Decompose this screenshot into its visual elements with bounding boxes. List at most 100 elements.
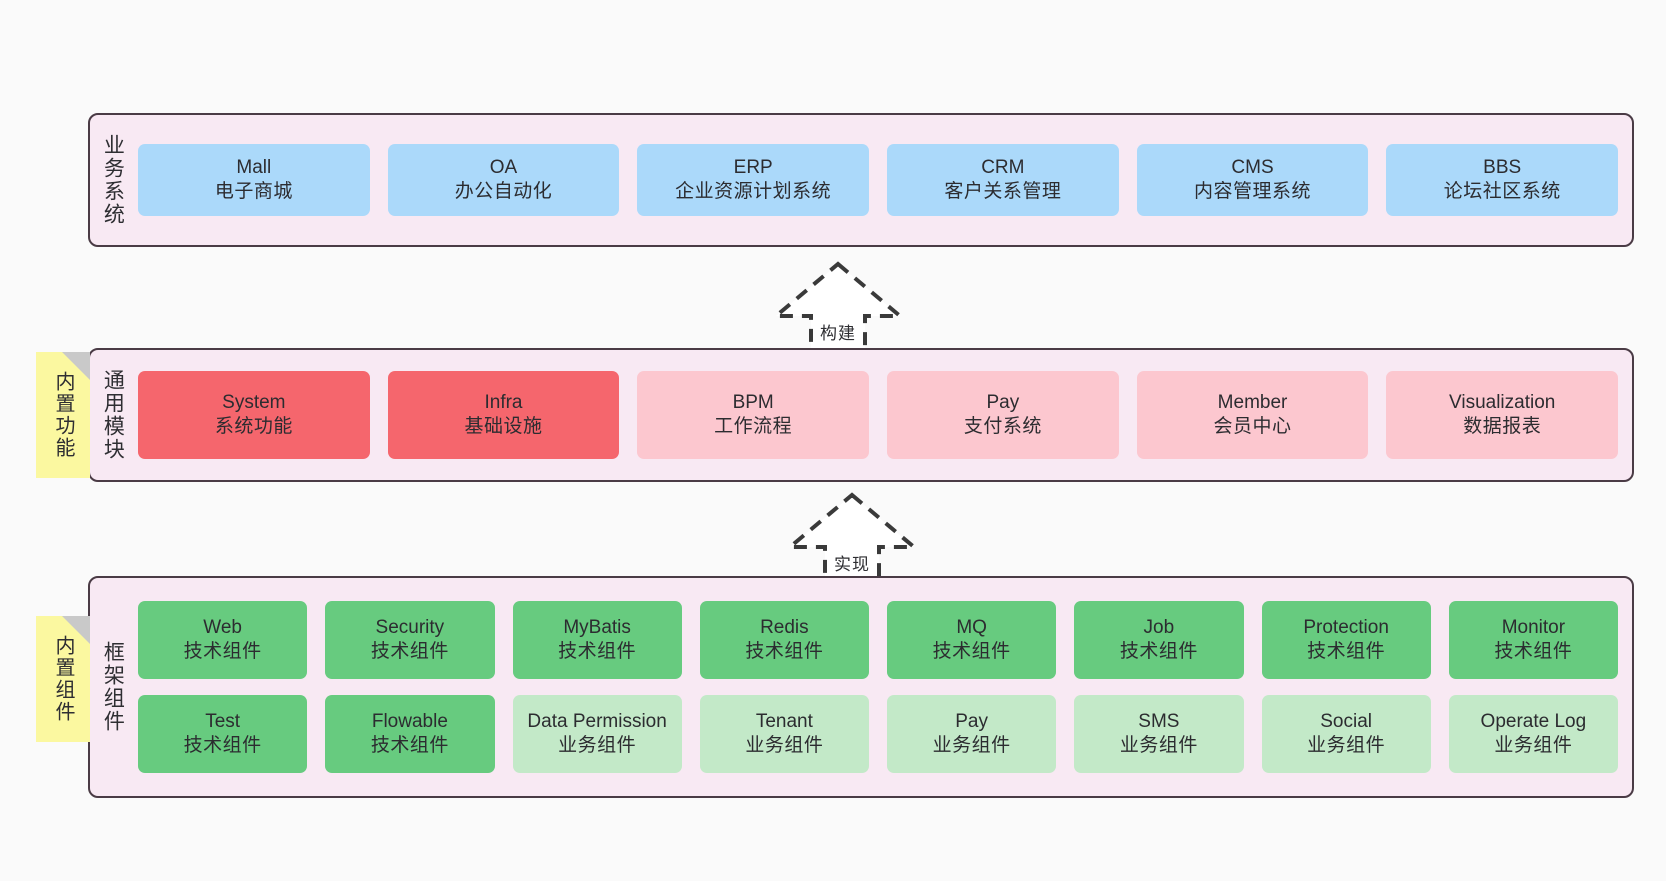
- node-pay-module-cn: 支付系统: [963, 416, 1042, 437]
- note-builtin-components-label: 内置组件: [52, 635, 74, 723]
- node-test-cn: 技术组件: [183, 735, 262, 756]
- node-pay-component-cn: 业务组件: [932, 735, 1011, 756]
- layer-common-modules-body: System 系统功能 Infra 基础设施 BPM 工作流程 Pay 支付系统…: [134, 350, 1632, 480]
- node-operate-log-cn: 业务组件: [1494, 735, 1573, 756]
- node-pay-module[interactable]: Pay 支付系统: [887, 371, 1119, 459]
- node-web-en: Web: [203, 617, 242, 639]
- node-monitor-en: Monitor: [1501, 617, 1566, 639]
- node-bbs[interactable]: BBS 论坛社区系统: [1386, 144, 1619, 216]
- node-protection[interactable]: Protection 技术组件: [1261, 601, 1431, 679]
- node-redis-cn: 技术组件: [745, 641, 824, 662]
- node-protection-en: Protection: [1303, 617, 1389, 639]
- node-mybatis-cn: 技术组件: [558, 641, 637, 662]
- node-visualization-en: Visualization: [1449, 392, 1556, 414]
- layer-common-modules-label: 通用模块: [101, 369, 125, 461]
- node-sms[interactable]: SMS 业务组件: [1074, 695, 1244, 773]
- node-infra[interactable]: Infra 基础设施: [387, 371, 620, 459]
- node-bpm-en: BPM: [732, 392, 774, 414]
- node-tenant-cn: 业务组件: [745, 735, 824, 756]
- node-operate-log-en: Operate Log: [1480, 711, 1587, 733]
- node-oa-en: OA: [489, 157, 518, 179]
- layer-business-systems: 业务系统 Mall 电子商城 OA 办公自动化 ERP 企业资源计划系统 CRM…: [88, 113, 1634, 247]
- node-security-en: Security: [375, 617, 445, 639]
- node-test-en: Test: [205, 711, 241, 733]
- node-data-permission[interactable]: Data Permission 业务组件: [512, 695, 682, 773]
- node-redis-en: Redis: [760, 617, 809, 639]
- node-monitor[interactable]: Monitor 技术组件: [1448, 601, 1618, 679]
- node-bbs-en: BBS: [1483, 157, 1522, 179]
- node-test[interactable]: Test 技术组件: [138, 695, 308, 773]
- node-protection-cn: 技术组件: [1307, 641, 1386, 662]
- node-web[interactable]: Web 技术组件: [138, 601, 308, 679]
- node-erp[interactable]: ERP 企业资源计划系统: [637, 144, 870, 216]
- common-modules-row: System 系统功能 Infra 基础设施 BPM 工作流程 Pay 支付系统…: [138, 371, 1619, 459]
- node-flowable[interactable]: Flowable 技术组件: [325, 695, 495, 773]
- layer-business-systems-body: Mall 电子商城 OA 办公自动化 ERP 企业资源计划系统 CRM 客户关系…: [134, 115, 1632, 245]
- node-mybatis-en: MyBatis: [563, 617, 631, 639]
- node-flowable-cn: 技术组件: [370, 735, 449, 756]
- node-pay-component[interactable]: Pay 业务组件: [887, 695, 1057, 773]
- node-crm[interactable]: CRM 客户关系管理: [887, 144, 1119, 216]
- arrow-build: 构建: [748, 258, 928, 358]
- node-mq-cn: 技术组件: [932, 641, 1011, 662]
- node-member[interactable]: Member 会员中心: [1136, 371, 1369, 459]
- node-pay-module-en: Pay: [986, 392, 1020, 414]
- node-redis[interactable]: Redis 技术组件: [699, 601, 869, 679]
- node-infra-cn: 基础设施: [464, 416, 543, 437]
- node-mq-en: MQ: [956, 617, 987, 639]
- node-member-en: Member: [1217, 392, 1288, 414]
- arrow-build-glyph: [770, 261, 906, 356]
- node-infra-en: Infra: [484, 392, 523, 414]
- node-crm-en: CRM: [981, 157, 1025, 179]
- arrow-implement: 实现: [762, 489, 942, 589]
- note-builtin-functions: 内置功能: [36, 352, 90, 478]
- node-system-cn: 系统功能: [214, 416, 293, 437]
- node-mybatis[interactable]: MyBatis 技术组件: [512, 601, 682, 679]
- layer-common-modules: 通用模块 System 系统功能 Infra 基础设施 BPM 工作流程 Pay…: [88, 348, 1634, 482]
- node-mall[interactable]: Mall 电子商城: [138, 144, 370, 216]
- layer-framework-components-label: 框架组件: [101, 641, 125, 733]
- node-visualization[interactable]: Visualization 数据报表: [1386, 371, 1619, 459]
- node-mall-en: Mall: [236, 157, 272, 179]
- node-social-en: Social: [1320, 711, 1372, 733]
- node-pay-component-en: Pay: [955, 711, 988, 733]
- node-cms-cn: 内容管理系统: [1194, 181, 1312, 202]
- node-operate-log[interactable]: Operate Log 业务组件: [1448, 695, 1618, 773]
- node-bpm[interactable]: BPM 工作流程: [637, 371, 870, 459]
- note-builtin-components: 内置组件: [36, 616, 90, 742]
- node-social-cn: 业务组件: [1307, 735, 1386, 756]
- node-monitor-cn: 技术组件: [1494, 641, 1573, 662]
- node-web-cn: 技术组件: [183, 641, 262, 662]
- node-bbs-cn: 论坛社区系统: [1443, 181, 1561, 202]
- node-sms-en: SMS: [1138, 711, 1180, 733]
- node-erp-cn: 企业资源计划系统: [675, 181, 832, 202]
- framework-business-row: Test 技术组件 Flowable 技术组件 Data Permission …: [138, 695, 1618, 773]
- node-system[interactable]: System 系统功能: [138, 371, 370, 459]
- node-member-cn: 会员中心: [1213, 416, 1292, 437]
- layer-framework-components: 框架组件 Web 技术组件 Security 技术组件 MyBatis 技术组件…: [88, 576, 1634, 798]
- node-cms-en: CMS: [1231, 157, 1274, 179]
- layer-business-systems-label: 业务系统: [101, 134, 125, 226]
- node-visualization-cn: 数据报表: [1463, 416, 1542, 437]
- node-data-permission-cn: 业务组件: [558, 735, 637, 756]
- node-data-permission-en: Data Permission: [527, 711, 667, 733]
- arrow-implement-glyph: [784, 492, 920, 587]
- node-flowable-en: Flowable: [371, 711, 448, 733]
- node-oa-cn: 办公自动化: [454, 181, 553, 202]
- business-systems-row: Mall 电子商城 OA 办公自动化 ERP 企业资源计划系统 CRM 客户关系…: [138, 144, 1619, 216]
- node-cms[interactable]: CMS 内容管理系统: [1136, 144, 1369, 216]
- node-tenant[interactable]: Tenant 业务组件: [699, 695, 869, 773]
- node-mq[interactable]: MQ 技术组件: [887, 601, 1057, 679]
- node-job[interactable]: Job 技术组件: [1074, 601, 1244, 679]
- framework-tech-row: Web 技术组件 Security 技术组件 MyBatis 技术组件 Redi…: [138, 601, 1618, 679]
- node-job-en: Job: [1143, 617, 1175, 639]
- node-mall-cn: 电子商城: [214, 181, 293, 202]
- node-security[interactable]: Security 技术组件: [325, 601, 495, 679]
- node-job-cn: 技术组件: [1119, 641, 1198, 662]
- node-sms-cn: 业务组件: [1119, 735, 1198, 756]
- node-security-cn: 技术组件: [370, 641, 449, 662]
- note-builtin-functions-label: 内置功能: [52, 371, 74, 459]
- node-bpm-cn: 工作流程: [714, 416, 793, 437]
- node-social[interactable]: Social 业务组件: [1261, 695, 1431, 773]
- node-oa[interactable]: OA 办公自动化: [387, 144, 620, 216]
